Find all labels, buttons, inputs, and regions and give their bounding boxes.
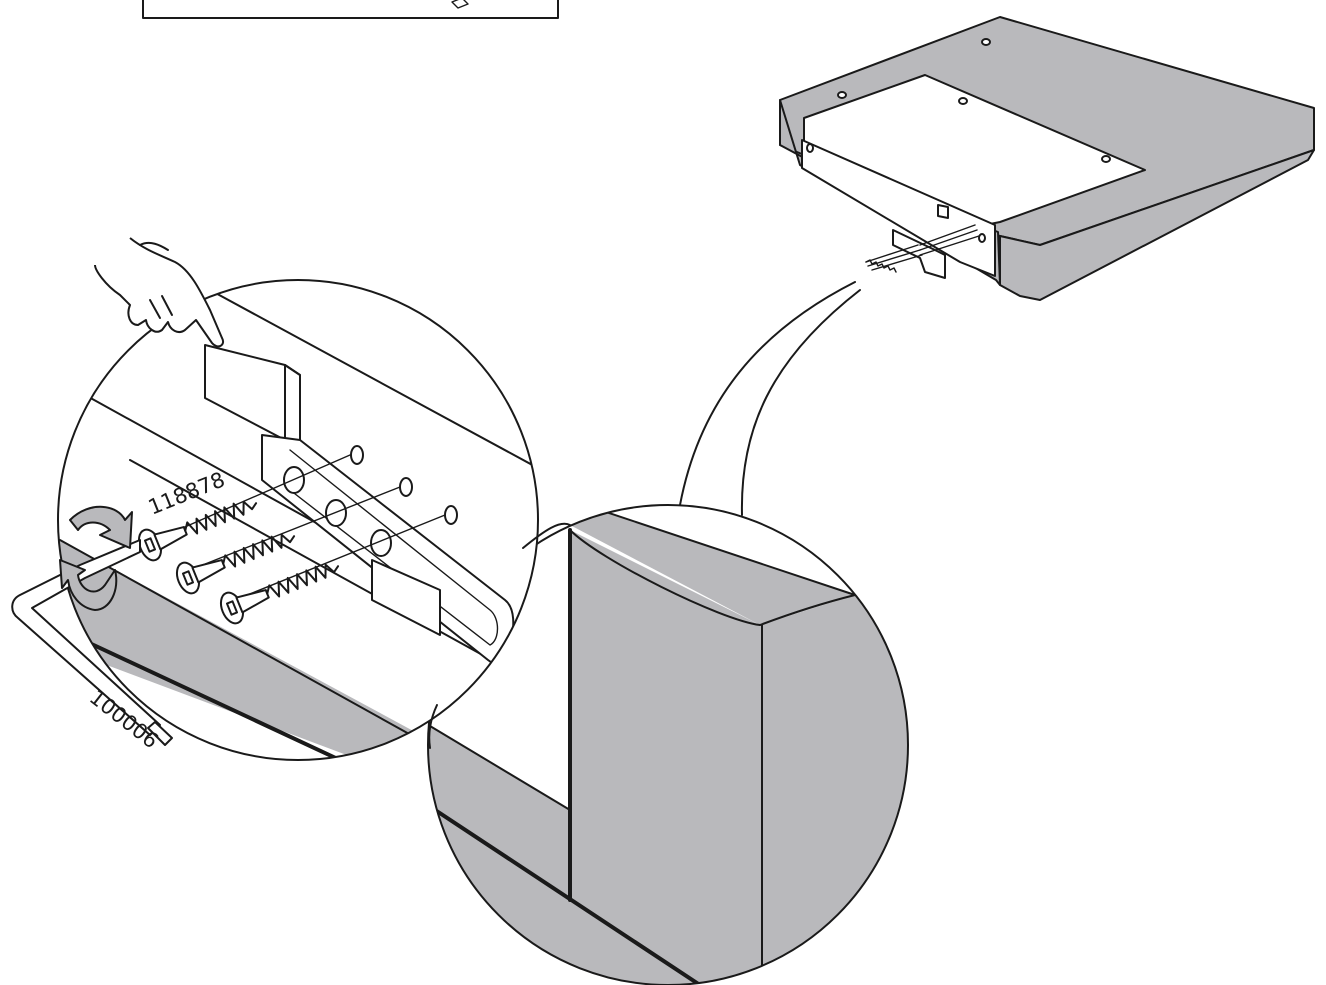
screw <box>175 533 296 595</box>
previous-step-frame <box>142 0 559 19</box>
screw-detail-circle <box>57 279 539 761</box>
clockwise-rotation-arrow-icon <box>59 505 133 611</box>
overview-board <box>679 16 1315 516</box>
callout-tail <box>428 522 571 749</box>
pointing-hand-icon <box>94 237 224 348</box>
screw <box>137 500 258 562</box>
screw <box>219 563 340 625</box>
corner-detail-circle <box>427 504 909 985</box>
hex-key <box>11 539 173 746</box>
